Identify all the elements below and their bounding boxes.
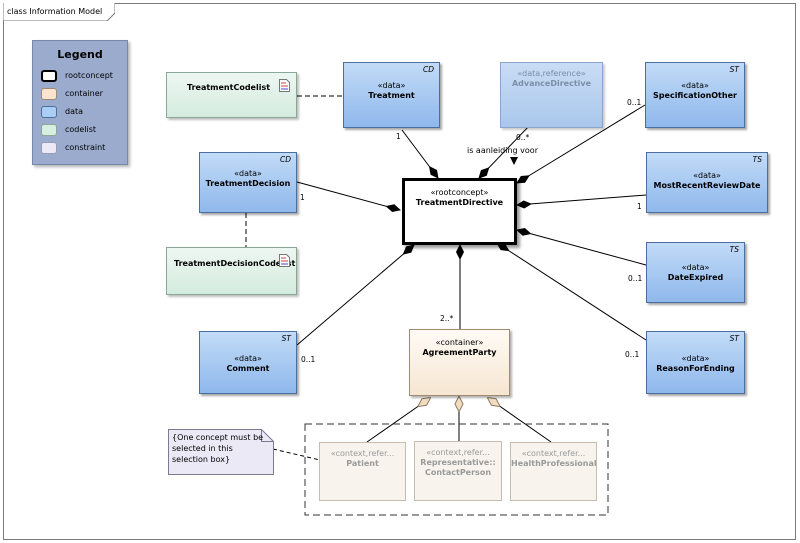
type-tag: TS	[729, 245, 739, 254]
edge-comment	[296, 244, 415, 346]
node-treatment[interactable]: CD «data» Treatment	[343, 62, 440, 128]
edge-treatment-decision	[296, 181, 401, 213]
node-name: TreatmentCodelist	[187, 83, 271, 92]
node-stereotype: «data,reference»	[517, 69, 586, 78]
legend-label: constraint	[65, 143, 106, 152]
node-stereotype: «data»	[234, 169, 262, 178]
node-patient[interactable]: «context,refer... Patient	[319, 442, 406, 501]
diagram-title: class Information Model	[7, 7, 103, 16]
edge-note	[272, 448, 321, 461]
diagram-frame	[3, 3, 796, 540]
legend-label: codelist	[65, 125, 97, 134]
legend-label: rootconcept	[65, 71, 113, 80]
multiplicity-comment: 0..1	[301, 355, 316, 364]
node-stereotype: «context,refer...	[521, 449, 586, 458]
type-tag: CD	[422, 65, 434, 74]
node-representative-contact-person[interactable]: «context,refer... Representative:: Conta…	[414, 441, 502, 501]
constraint-note[interactable]: {One concept must be selected in this se…	[172, 433, 264, 464]
multiplicity-most-recent-review-date: 1	[637, 202, 642, 211]
diagram-title-tab	[3, 3, 115, 21]
legend-swatch	[41, 124, 57, 136]
node-specification-other[interactable]: ST «data» SpecificationOther	[645, 62, 745, 128]
node-name: TreatmentDecisionCodelist	[174, 259, 296, 268]
node-treatment-directive[interactable]: «rootconcept» TreatmentDirective	[402, 178, 517, 245]
node-reason-for-ending[interactable]: ST «data» ReasonForEnding	[646, 331, 745, 394]
type-tag: ST	[729, 334, 739, 343]
association-arrow	[510, 157, 518, 165]
legend-swatch	[41, 70, 57, 82]
node-stereotype: «data»	[377, 81, 406, 90]
node-stereotype: «container»	[435, 338, 484, 347]
edge-patient	[366, 398, 430, 443]
edge-health-professional	[488, 398, 552, 443]
legend-label: data	[65, 107, 84, 116]
node-date-expired[interactable]: TS «data» DateExpired	[646, 242, 745, 303]
legend-swatch	[41, 106, 57, 118]
node-stereotype: «context,refer...	[426, 448, 490, 457]
node-name: SpecificationOther	[653, 91, 737, 100]
node-stereotype: «data»	[681, 263, 710, 272]
node-name: ReasonForEnding	[656, 364, 735, 373]
node-name: Comment	[226, 364, 270, 373]
codelist-icon	[279, 254, 290, 267]
constraint-note-shape	[168, 429, 274, 475]
node-most-recent-review-date[interactable]: TS «data» MostRecentReviewDate	[646, 152, 768, 213]
node-treatment-decision[interactable]: CD «data» TreatmentDecision	[199, 152, 297, 213]
edge-reason-for-ending	[496, 242, 647, 341]
node-name: HealthProfessional	[511, 459, 597, 468]
legend-swatch	[41, 88, 57, 100]
type-tag: ST	[281, 334, 291, 343]
node-name: MostRecentReviewDate	[653, 181, 761, 190]
node-treatment-decision-codelist[interactable]: TreatmentDecisionCodelist	[166, 247, 297, 295]
type-tag: CD	[279, 155, 291, 164]
node-advance-directive[interactable]: «data,reference» AdvanceDirective	[500, 62, 603, 128]
node-agreement-party[interactable]: «container» AgreementParty	[409, 329, 510, 396]
node-name: Treatment	[368, 91, 415, 100]
edge-advance-directive	[478, 124, 531, 179]
node-name: TreatmentDirective	[415, 198, 504, 207]
legend-label: container	[65, 89, 103, 98]
legend: Legend rootconcept container data codeli…	[32, 40, 128, 165]
legend-title: Legend	[57, 48, 103, 61]
multiplicity-agreement-party: 2..*	[440, 314, 454, 323]
multiplicity-specification-other: 0..1	[627, 98, 642, 107]
node-comment[interactable]: ST «data» Comment	[199, 331, 297, 394]
multiplicity-treatment: 1	[396, 132, 401, 141]
edge-most-recent-review-date	[516, 194, 647, 209]
node-stereotype: «context,refer...	[330, 449, 395, 458]
codelist-icon	[279, 79, 290, 92]
node-stereotype: «data»	[693, 171, 721, 180]
association-label: is aanleiding voor	[467, 146, 538, 155]
node-health-professional[interactable]: «context,refer... HealthProfessional	[510, 442, 597, 501]
node-stereotype: «data»	[681, 354, 710, 363]
node-name: DateExpired	[667, 273, 724, 282]
node-name: AgreementParty	[422, 348, 497, 357]
node-name: Representative::	[420, 458, 496, 467]
edge-treatment	[401, 129, 439, 179]
node-name-line2: ContactPerson	[424, 468, 492, 477]
type-tag: ST	[729, 65, 739, 74]
node-stereotype: «data»	[681, 81, 709, 90]
node-name: Patient	[346, 459, 379, 468]
edge-specification-other	[516, 104, 646, 184]
multiplicity-advance-directive: 0..*	[516, 133, 530, 142]
legend-swatch	[41, 142, 57, 154]
type-tag: TS	[752, 155, 762, 164]
multiplicity-date-expired: 0..1	[628, 274, 643, 283]
edge-date-expired	[516, 227, 647, 266]
multiplicity-treatment-decision: 1	[300, 193, 305, 202]
node-stereotype: «data»	[234, 354, 262, 363]
selection-box	[304, 423, 609, 516]
node-stereotype: «rootconcept»	[430, 188, 489, 197]
node-treatment-codelist[interactable]: TreatmentCodelist	[166, 72, 297, 118]
node-name: TreatmentDecision	[205, 179, 291, 188]
multiplicity-reason-for-ending: 0..1	[625, 350, 640, 359]
node-name: AdvanceDirective	[511, 79, 592, 88]
